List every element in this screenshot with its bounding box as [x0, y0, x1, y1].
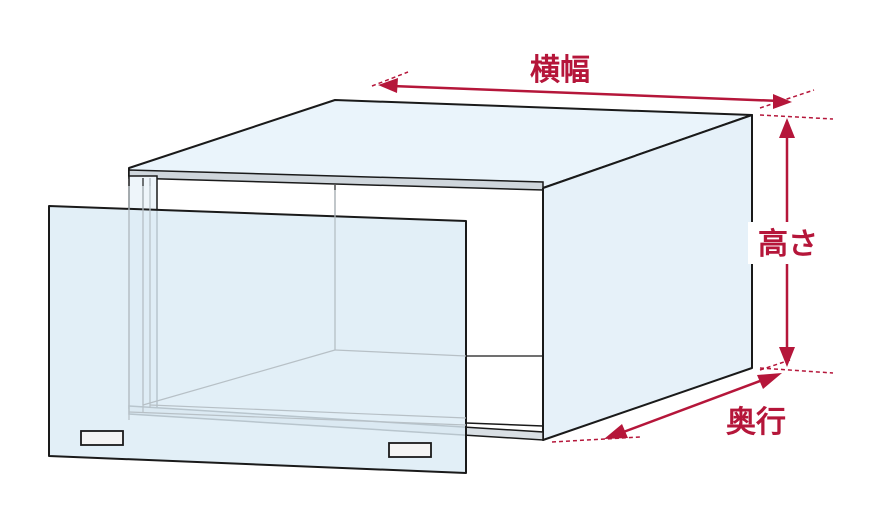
- height-label-bg: [748, 222, 826, 264]
- width-arrowhead-right: [773, 94, 792, 109]
- drawer-interior-lines: [128, 186, 467, 426]
- height-label: 高さ: [758, 227, 818, 262]
- drawer-handle-left: [80, 430, 124, 446]
- height-extension-bottom: [759, 367, 834, 374]
- width-arrowhead-left: [378, 78, 398, 93]
- dimension-height: 高さ: [748, 114, 834, 374]
- height-arrowhead-bottom: [779, 347, 795, 367]
- dimension-width: 横幅: [371, 53, 815, 109]
- width-extension-right: [759, 89, 815, 109]
- width-label: 横幅: [530, 53, 590, 88]
- dimension-depth: 奥行: [551, 359, 791, 443]
- depth-arrowhead-top: [757, 373, 782, 389]
- depth-arrow-line: [617, 376, 769, 436]
- depth-extension-top: [759, 359, 791, 371]
- height-arrowhead-top: [779, 118, 795, 138]
- height-extension-top: [759, 114, 834, 120]
- depth-arrowhead-bottom: [604, 424, 628, 439]
- drawer-front-panel: [48, 186, 467, 474]
- depth-label: 奥行: [726, 405, 786, 440]
- box-bottom-rail-line: [465, 422, 544, 427]
- drawer-handle-right: [388, 442, 432, 458]
- drawer-panel: [48, 205, 467, 474]
- width-arrow-line: [391, 84, 781, 103]
